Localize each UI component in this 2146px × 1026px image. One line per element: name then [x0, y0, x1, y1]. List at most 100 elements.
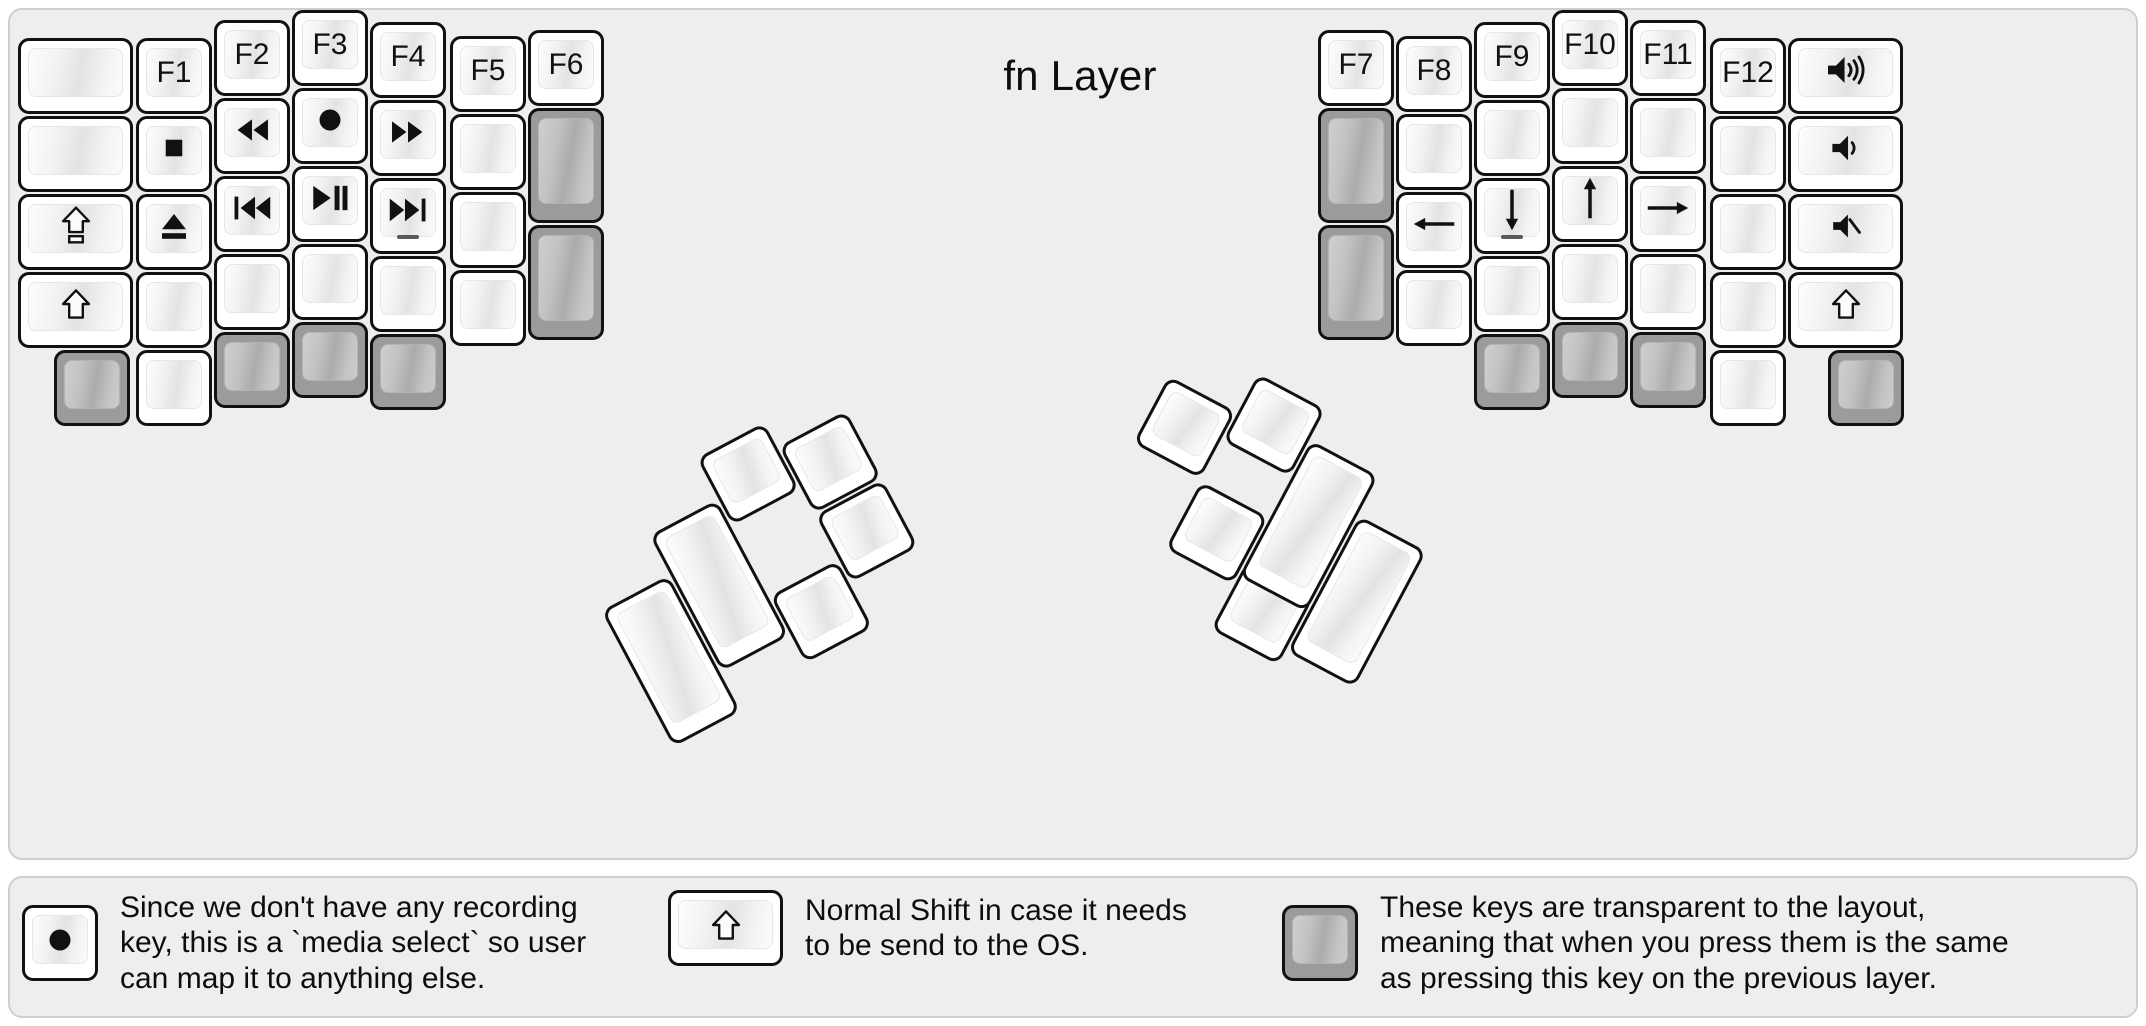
keycap-face: [1406, 202, 1462, 251]
key-l-r2-c1[interactable]: [18, 116, 133, 192]
key-r-r4-c6[interactable]: [1710, 272, 1786, 348]
keycap-face: [1484, 110, 1540, 159]
key-r-r5-c5[interactable]: [1630, 332, 1706, 408]
key-l-r1-c5[interactable]: F4: [370, 22, 446, 98]
key-l-r1-c1[interactable]: [18, 38, 133, 114]
key-r-r2-c1[interactable]: [1318, 108, 1394, 223]
keycap-face: [1798, 204, 1893, 253]
key-r-r4-c5[interactable]: [1630, 254, 1706, 330]
key-r-r3-c1[interactable]: [1318, 225, 1394, 340]
keycap-face: [1562, 254, 1618, 303]
key-label: F7: [1338, 47, 1374, 81]
key-r-r3-c5[interactable]: [1630, 176, 1706, 252]
legend-record-text: Since we don't have any recording key, t…: [120, 891, 587, 995]
key-r-r4-c3[interactable]: [1474, 256, 1550, 332]
legend-shift: Normal Shift in case it needs to be send…: [668, 890, 1187, 966]
key-l-r5-c4[interactable]: [292, 322, 368, 398]
keycap-face: [1484, 344, 1540, 393]
key-r-r4-c7[interactable]: [1788, 272, 1903, 348]
key-l-r1-c2[interactable]: F1: [136, 38, 212, 114]
legend-shift-swatch: [668, 890, 783, 966]
key-l-r4-c6[interactable]: [450, 270, 526, 346]
key-l-r3-c2[interactable]: [136, 194, 212, 270]
key-l-r4-c1[interactable]: [18, 272, 133, 348]
key-l-r4-c2[interactable]: [136, 272, 212, 348]
key-r-r1-c7[interactable]: [1788, 38, 1903, 114]
keycap-face: [146, 126, 202, 175]
key-r-r2-c2[interactable]: [1396, 114, 1472, 190]
key-l-r2-c6[interactable]: [450, 114, 526, 190]
key-l-r4-c5[interactable]: [370, 256, 446, 332]
key-r-r5-c3[interactable]: [1474, 334, 1550, 410]
keycap-face: [828, 493, 902, 563]
media-prev-track-icon: [228, 189, 276, 227]
key-l-r5-c5[interactable]: [370, 334, 446, 410]
key-r-r2-c7[interactable]: [1788, 116, 1903, 192]
key-r-r1-c5[interactable]: F11: [1630, 20, 1706, 96]
key-r-r3-c2[interactable]: [1396, 192, 1472, 268]
key-l-r5-c2[interactable]: [136, 350, 212, 426]
keycap-face: [460, 124, 516, 173]
key-r-r5-c6[interactable]: [1710, 350, 1786, 426]
key-label: F5: [470, 53, 506, 87]
keycap-face: [1720, 282, 1776, 331]
key-r-r3-c7[interactable]: [1788, 194, 1903, 270]
key-l-r2-c5[interactable]: [370, 100, 446, 176]
keycap-face: [224, 186, 280, 235]
key-r-r4-c4[interactable]: [1552, 244, 1628, 320]
arrow-down-icon: [1497, 188, 1527, 232]
keycap-face: [1798, 282, 1893, 331]
key-l-r1-c7[interactable]: F6: [528, 30, 604, 106]
key-l-r2-c3[interactable]: [214, 98, 290, 174]
key-r-r1-c4[interactable]: F10: [1552, 10, 1628, 86]
key-r-r2-c5[interactable]: [1630, 98, 1706, 174]
key-legend-icon: [1412, 209, 1456, 245]
legend-shift-text: Normal Shift in case it needs to be send…: [805, 893, 1187, 962]
key-l-r3-c5[interactable]: [370, 178, 446, 254]
key-l-r2-c4[interactable]: [292, 88, 368, 164]
key-l-r2-c2[interactable]: [136, 116, 212, 192]
key-r-r2-c6[interactable]: [1710, 116, 1786, 192]
key-r-r1-c2[interactable]: F8: [1396, 36, 1472, 112]
key-l-r1-c6[interactable]: F5: [450, 36, 526, 112]
key-l-r5-c3[interactable]: [214, 332, 290, 408]
caps-lock-icon: [59, 205, 93, 247]
key-l-r3-c7[interactable]: [528, 225, 604, 340]
key-l-r3-c4[interactable]: [292, 166, 368, 242]
keycap-face: [1406, 280, 1462, 329]
key-l-r3-c6[interactable]: [450, 192, 526, 268]
keycap-face: [1798, 48, 1893, 97]
media-record-icon: [309, 99, 351, 141]
key-l-r5-c1[interactable]: [54, 350, 130, 426]
homing-bar: [1501, 235, 1523, 239]
key-r-r3-c4[interactable]: [1552, 166, 1628, 242]
keycap-face: [302, 176, 358, 225]
key-r-r2-c3[interactable]: [1474, 100, 1550, 176]
key-legend-icon: [59, 286, 93, 328]
key-l-r4-c3[interactable]: [214, 254, 290, 330]
key-r-r4-c2[interactable]: [1396, 270, 1472, 346]
key-legend-icon: [1823, 52, 1869, 94]
key-r-r3-c3[interactable]: [1474, 178, 1550, 254]
key-l-r3-c1[interactable]: [18, 194, 133, 270]
key-r-r1-c3[interactable]: F9: [1474, 22, 1550, 98]
key-l-r2-c7[interactable]: [528, 108, 604, 223]
key-legend-icon: [309, 99, 351, 147]
key-r-r5-c7[interactable]: [1828, 350, 1904, 426]
keycap-face: [1562, 98, 1618, 147]
keycap-face: [224, 108, 280, 157]
keycap-face: [1182, 494, 1255, 565]
key-l-r1-c3[interactable]: F2: [214, 20, 290, 96]
key-r-r2-c4[interactable]: [1552, 88, 1628, 164]
key-l-r3-c3[interactable]: [214, 176, 290, 252]
key-r-r1-c6[interactable]: F12: [1710, 38, 1786, 114]
key-r-r5-c4[interactable]: [1552, 322, 1628, 398]
keycap-face: F5: [460, 46, 516, 95]
key-r-r1-c1[interactable]: F7: [1318, 30, 1394, 106]
key-r-r3-c6[interactable]: [1710, 194, 1786, 270]
keycap-face: [28, 48, 123, 97]
keycap-face: [1562, 332, 1618, 381]
key-l-r4-c4[interactable]: [292, 244, 368, 320]
key-l-r1-c4[interactable]: F3: [292, 10, 368, 86]
